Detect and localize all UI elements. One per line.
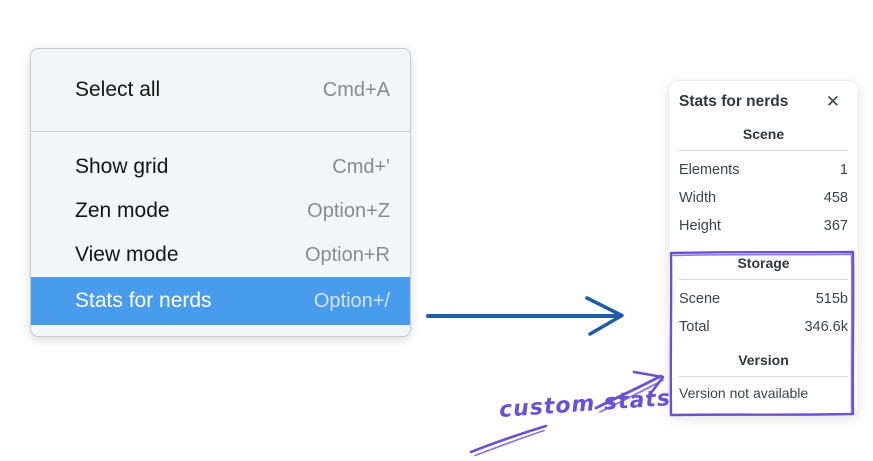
stat-label: Height: [679, 218, 721, 234]
stat-label: Elements: [679, 162, 740, 178]
stat-row-width: Width 458: [679, 184, 848, 212]
menu-group: Show grid Cmd+' Zen mode Option+Z View m…: [31, 132, 410, 336]
menu-item-shortcut: Cmd+': [332, 155, 390, 178]
menu-item-shortcut: Option+/: [313, 289, 390, 312]
menu-item-show-grid[interactable]: Show grid Cmd+': [31, 145, 410, 189]
stat-label: Width: [679, 190, 717, 206]
arrow-right-annotation: [426, 296, 624, 336]
menu-item-select-all[interactable]: Select all Cmd+A: [31, 49, 410, 131]
close-icon[interactable]: ✕: [825, 92, 840, 111]
version-section-heading: Version: [738, 352, 789, 368]
menu-item-stats-for-nerds[interactable]: Stats for nerds Option+/: [31, 277, 410, 325]
stat-value: 346.6k: [804, 319, 848, 335]
stat-row-total-storage: Total 346.6k: [679, 313, 848, 341]
menu-item-shortcut: Option+R: [304, 243, 390, 266]
menu-item-shortcut: Option+Z: [307, 199, 390, 222]
menu-item-shortcut: Cmd+A: [322, 78, 390, 101]
stat-value: 1: [839, 162, 848, 178]
stat-value: 458: [823, 190, 848, 206]
stat-value: 515b: [815, 291, 848, 307]
storage-section-heading: Storage: [737, 255, 790, 271]
stats-panel-title: Stats for nerds: [679, 93, 789, 110]
section-divider: [679, 376, 848, 377]
menu-item-label: Show grid: [75, 155, 169, 178]
stat-row-height: Height 367: [679, 212, 848, 240]
menu-item-zen-mode[interactable]: Zen mode Option+Z: [31, 189, 410, 233]
version-note: Version not available: [679, 385, 809, 401]
custom-stats-annotation-label: custom stats: [498, 386, 672, 423]
menu-item-label: Select all: [75, 78, 161, 101]
menu-item-label: Stats for nerds: [75, 289, 212, 312]
section-divider: [679, 150, 848, 151]
menu-item-label: View mode: [75, 243, 179, 266]
stats-panel: Stats for nerds ✕ Scene Elements 1 Width…: [668, 80, 859, 417]
stats-panel-header: Stats for nerds: [679, 93, 848, 111]
stat-value: 367: [823, 218, 848, 234]
menu-divider: [31, 131, 410, 132]
menu-item-label: Zen mode: [75, 199, 170, 222]
menu-item-view-mode[interactable]: View mode Option+R: [31, 233, 410, 277]
stat-row-elements: Elements 1: [679, 156, 848, 184]
context-menu: Select all Cmd+A Show grid Cmd+' Zen mod…: [30, 48, 411, 337]
section-divider: [679, 279, 848, 280]
stat-label: Total: [679, 319, 710, 335]
stat-row-scene-storage: Scene 515b: [679, 285, 848, 313]
scene-section-heading: Scene: [742, 126, 785, 142]
stat-label: Scene: [679, 291, 721, 307]
